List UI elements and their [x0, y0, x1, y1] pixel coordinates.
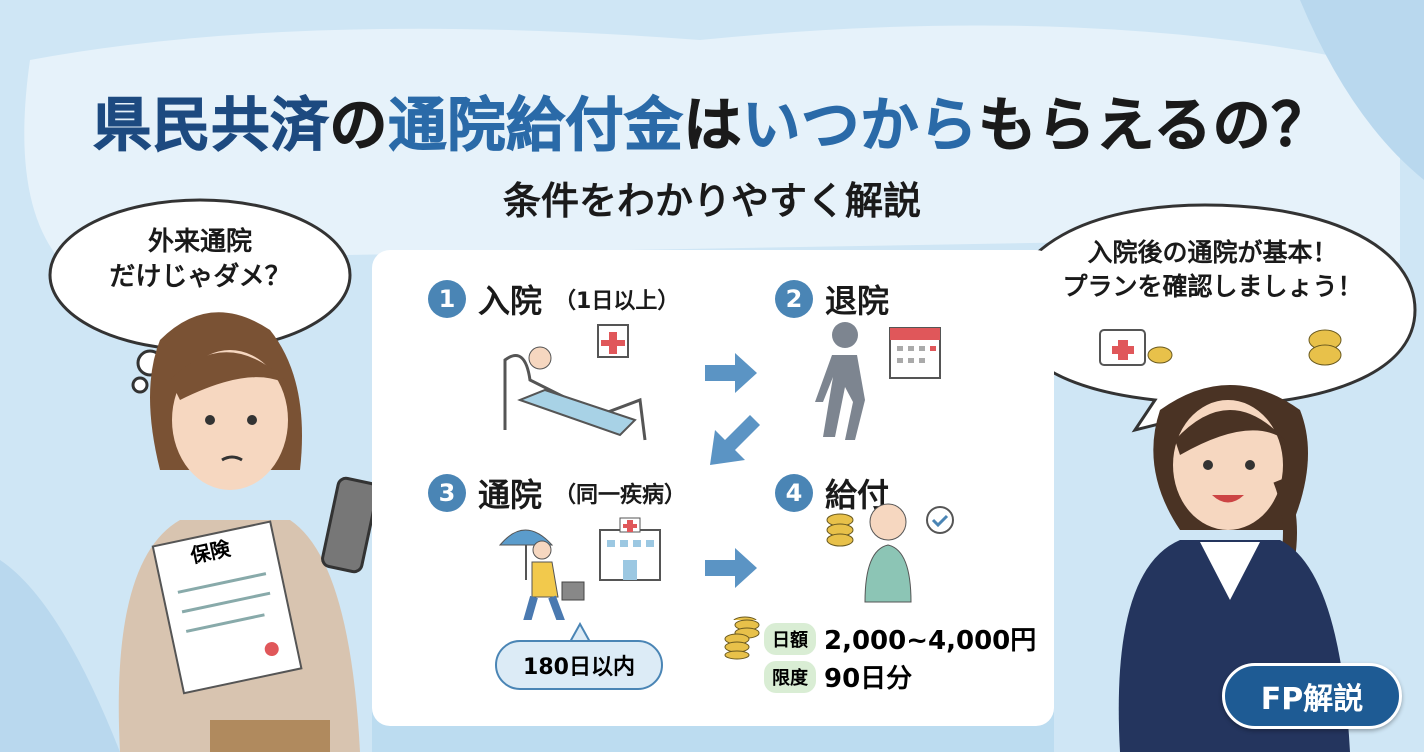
worried-woman-illustration	[118, 312, 379, 752]
title-part: は	[683, 90, 743, 159]
subtitle: 条件をわかりやすく解説	[502, 179, 921, 223]
period-pill: 180日以内	[495, 640, 663, 690]
step-number: 1	[428, 280, 466, 318]
title-part: 県民共済	[93, 90, 330, 159]
step-3: 3 通院 （同一疾病）	[428, 470, 686, 516]
daily-tag: 日額	[764, 622, 816, 655]
step-4: 4 給付	[775, 470, 889, 516]
step-1: 1 入院 （1日以上）	[428, 276, 679, 322]
limit-value: 90日分	[824, 664, 913, 694]
step-number: 3	[428, 474, 466, 512]
step-number: 2	[775, 280, 813, 318]
bubble-line: だけじゃダメ？	[109, 262, 291, 293]
title-part: いつから	[742, 90, 979, 159]
page-title: 県民共済の通院給付金はいつからもらえるの？	[0, 78, 1424, 162]
arrow-right-icon	[705, 548, 757, 588]
umbrella-person-icon	[498, 529, 585, 620]
coins-icon	[724, 619, 760, 660]
hospital-bed-icon	[503, 324, 647, 441]
step-number: 4	[775, 474, 813, 512]
step-note: （1日以上）	[554, 289, 680, 314]
title-part: 通院給付金	[388, 90, 684, 159]
step-label: 入院	[478, 282, 543, 320]
title-part: の	[329, 90, 389, 159]
pill-pointer	[568, 622, 592, 642]
title-part: もらえるの？	[978, 90, 1331, 159]
step-label: 退院	[825, 282, 890, 320]
bubble-line: 入院後の通院が基本！	[1087, 238, 1338, 267]
coin-stack-icon	[826, 513, 854, 547]
fp-advisor-illustration	[1118, 385, 1350, 752]
daily-amount: 日額 2,000~4,000円	[764, 620, 1036, 657]
calendar-icon	[889, 327, 941, 379]
walking-person-icon	[815, 322, 865, 440]
coins-icon	[733, 616, 757, 620]
daily-value: 2,000~4,000円	[824, 626, 1037, 656]
limit-tag: 限度	[764, 660, 816, 693]
bubble-line: 外来通院	[147, 227, 252, 257]
fp-badge: FP解説	[1222, 663, 1402, 729]
step-note: （同一疾病）	[554, 483, 687, 508]
step-label: 通院	[478, 476, 543, 514]
arrow-down-left-icon	[710, 415, 760, 465]
arrow-right-icon	[705, 353, 757, 393]
right-bubble-text: 入院後の通院が基本！ プランを確認しましょう！	[1010, 236, 1415, 304]
happy-person-icon	[864, 503, 912, 603]
check-icon	[926, 506, 954, 534]
limit-amount: 限度 90日分	[764, 658, 912, 695]
left-bubble-text: 外来通院 だけじゃダメ？	[60, 225, 340, 295]
hospital-building-icon	[599, 517, 661, 581]
step-illustrations	[498, 322, 954, 620]
step-2: 2 退院	[775, 276, 889, 322]
bubble-line: プランを確認しましょう！	[1062, 271, 1363, 301]
